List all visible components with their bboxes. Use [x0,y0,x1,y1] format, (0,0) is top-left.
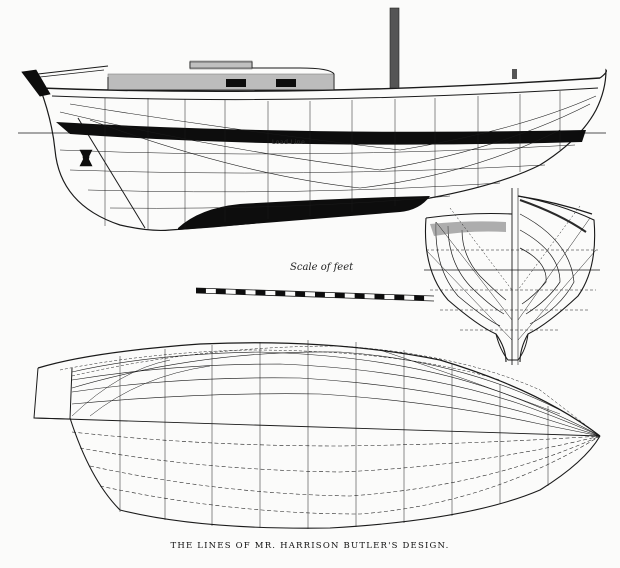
scale-label: Scale of feet [290,262,354,273]
scale-block [196,288,206,294]
scale-block [354,293,365,299]
waterline-label: Load Line [272,139,306,146]
mast [389,7,400,89]
scale-bar [195,287,435,302]
scale-block [334,292,345,298]
scale-block [255,290,266,296]
figure-caption: THE LINES OF MR. HARRISON BUTLER'S DESIG… [170,541,450,551]
rudder-fitting [79,149,93,167]
scale-block [394,294,405,300]
boot-top-band [56,122,586,145]
scale-block [215,288,226,294]
half-breadth-plan [33,340,601,529]
port-light-2 [276,79,296,87]
counter-transom [21,69,51,97]
ballast-keel [178,196,430,230]
scale-block [235,289,246,295]
scale-block [275,290,286,296]
body-plan [424,188,600,365]
sheer-profile [18,7,607,232]
scale-block [414,295,425,301]
scale-block [315,292,325,298]
port-light-1 [226,79,246,87]
scale-block [374,294,385,300]
scale-block [295,291,306,297]
